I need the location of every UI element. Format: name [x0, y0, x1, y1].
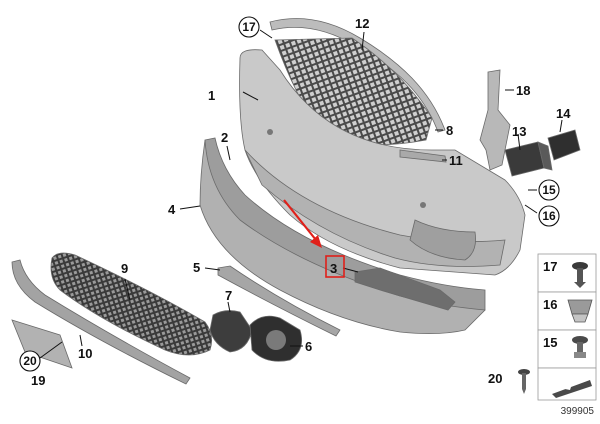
callout-16-circle — [538, 205, 560, 227]
lower-grille — [50, 252, 213, 356]
callout-14: 14 — [556, 106, 571, 121]
callout-9: 9 — [121, 261, 128, 276]
clip-nut-icon — [567, 299, 593, 323]
fastener-cell-15 — [537, 329, 597, 369]
bumper-cover-lower-lip — [244, 149, 506, 267]
callout-17-circle — [238, 16, 260, 38]
callout-6: 6 — [305, 339, 312, 354]
push-rivet-icon — [572, 262, 588, 288]
lower-strip — [11, 259, 191, 385]
callout-13: 13 — [512, 124, 526, 139]
expanding-rivet-icon — [572, 336, 588, 358]
fastener-cell-17 — [537, 253, 597, 293]
air-duct-right — [547, 129, 581, 161]
highlight-box — [325, 255, 345, 278]
bumper-fog-recess — [409, 219, 476, 261]
license-plate-bracket — [11, 319, 73, 369]
fastener-panel: 17 16 15 20 — [488, 253, 597, 401]
callout-20: 20 — [23, 354, 37, 368]
callout-4: 4 — [168, 202, 176, 217]
callout-15: 15 — [542, 183, 556, 197]
highlight-arrow — [283, 199, 317, 241]
side-bracket — [479, 69, 511, 171]
callout-8: 8 — [446, 123, 453, 138]
callout-15-circle — [538, 179, 560, 201]
callout-20-circle — [19, 350, 41, 372]
fastener-20-label: 20 — [488, 371, 502, 386]
callout-5: 5 — [193, 260, 200, 275]
callout-19: 19 — [31, 373, 45, 388]
bumper-hole — [267, 129, 273, 135]
lower-bumper-trim-top — [204, 137, 486, 311]
callout-3: 3 — [330, 261, 337, 276]
fog-lamp-cover-left — [209, 310, 253, 353]
callout-12: 12 — [355, 16, 369, 31]
front-trim-strip — [217, 265, 341, 337]
callout-17: 17 — [242, 20, 256, 34]
mounting-rail — [354, 267, 456, 311]
washer-icon — [552, 380, 592, 398]
diagram-number: 399905 — [561, 406, 595, 417]
lower-trim-bar — [399, 149, 447, 163]
callout-7: 7 — [225, 288, 232, 303]
callout-1: 1 — [208, 88, 215, 103]
callout-16: 16 — [542, 209, 556, 223]
fog-lamp-hole — [266, 330, 286, 350]
callout-18: 18 — [516, 83, 530, 98]
callout-10: 10 — [78, 346, 92, 361]
highlight-arrow-head — [310, 235, 322, 248]
upper-trim-strip — [269, 18, 446, 133]
air-duct-left — [504, 141, 545, 177]
fastener-16-label: 16 — [543, 297, 557, 312]
screw-icon — [518, 369, 530, 394]
air-duct-left-face — [537, 141, 553, 171]
fastener-17-label: 17 — [543, 259, 557, 274]
callout-2: 2 — [221, 130, 228, 145]
bumper-hole — [420, 202, 426, 208]
fastener-15-label: 15 — [543, 335, 557, 350]
callout-11: 11 — [449, 153, 463, 168]
